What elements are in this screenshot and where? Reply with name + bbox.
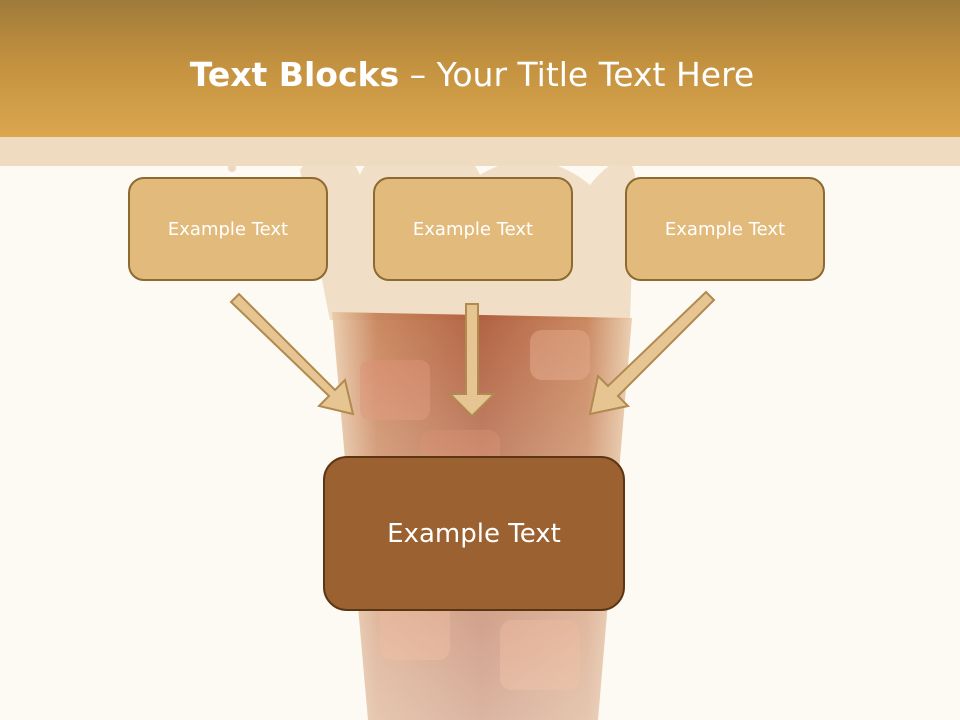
text-block-left-label: Example Text [167, 218, 289, 240]
arrow-center [447, 303, 497, 418]
target-text-block[interactable]: Example Text [323, 456, 625, 611]
text-block-left[interactable]: Example Text [128, 177, 328, 281]
text-block-center[interactable]: Example Text [373, 177, 573, 281]
title-underband [0, 137, 960, 166]
text-block-right-label: Example Text [664, 218, 786, 240]
title-bar [0, 0, 960, 137]
text-block-center-label: Example Text [412, 218, 534, 240]
text-block-right[interactable]: Example Text [625, 177, 825, 281]
target-text-block-label: Example Text [387, 518, 561, 549]
title-rest: Your Title Text Here [436, 55, 755, 94]
title-separator: – [399, 55, 437, 94]
title-bold-part: Text Blocks [189, 55, 400, 94]
arrow-right [588, 290, 716, 416]
slide-title: Text Blocks – Your Title Text Here [0, 50, 944, 100]
arrow-left [229, 292, 355, 416]
